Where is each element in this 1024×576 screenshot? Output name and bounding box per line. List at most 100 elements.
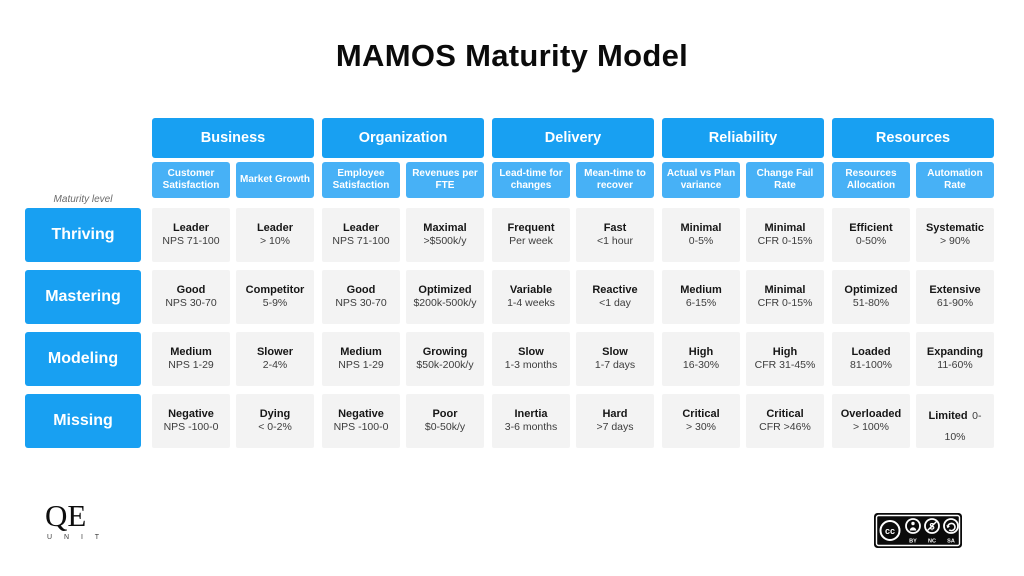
cell-title: Variable — [509, 284, 553, 297]
cell-title: Negative — [168, 408, 214, 421]
qe-logo-text: QE — [45, 498, 87, 533]
sub-header-pair-resources: Resources Allocation Automation Rate — [832, 162, 994, 198]
sub-header-revenues-per-fte: Revenues per FTE — [406, 162, 484, 198]
sub-header-employee-satisfaction: Employee Satisfaction — [322, 162, 400, 198]
cell-title: Medium — [170, 346, 212, 359]
cell-pair: Medium NPS 1-29 Slower 2-4% — [152, 332, 314, 386]
cell-detail: > 30% — [685, 421, 717, 434]
cell-title: Medium — [340, 346, 382, 359]
matrix-cell: Maximal >$500k/y — [406, 208, 484, 262]
matrix-cell: Minimal 0-5% — [662, 208, 740, 262]
cell-title: Leader — [256, 222, 294, 235]
cell-detail: CFR 31-45% — [754, 359, 816, 372]
matrix-cell: Efficient 0-50% — [832, 208, 910, 262]
cell-detail: Per week — [509, 235, 553, 248]
cell-detail: NPS 30-70 — [165, 297, 217, 310]
cell-detail: 16-30% — [682, 359, 720, 372]
matrix-cell: Leader > 10% — [236, 208, 314, 262]
cell-title: Poor — [432, 408, 458, 421]
matrix-cell: Slow 1-7 days — [576, 332, 654, 386]
cell-detail: 0-50% — [855, 235, 887, 248]
cell-title: Growing — [422, 346, 468, 359]
cell-detail: < 0-2% — [258, 421, 292, 434]
matrix-cell: Overloaded > 100% — [832, 394, 910, 448]
sub-header-resources-allocation: Resources Allocation — [832, 162, 910, 198]
matrix-cell: Optimized 51-80% — [832, 270, 910, 324]
matrix-cell: Minimal CFR 0-15% — [746, 208, 824, 262]
matrix-cell: Critical CFR >46% — [746, 394, 824, 448]
cell-detail: <1 hour — [597, 235, 633, 248]
cell-detail: NPS -100-0 — [333, 421, 389, 434]
matrix-cell: Good NPS 30-70 — [152, 270, 230, 324]
row-label-modeling: Modeling — [25, 332, 141, 386]
cell-title: Slow — [518, 346, 544, 359]
group-header-row: Business Organization Delivery Reliabili… — [25, 118, 994, 158]
page-title: MAMOS Maturity Model — [335, 38, 689, 73]
cell-pair: Minimal 0-5% Minimal CFR 0-15% — [662, 208, 824, 262]
cell-detail: 1-3 months — [504, 359, 558, 372]
cell-title: Dying — [259, 408, 291, 421]
group-header-delivery: Delivery — [492, 118, 654, 158]
matrix-cell: Variable 1-4 weeks — [492, 270, 570, 324]
matrix-cell: Extensive 61-90% — [916, 270, 994, 324]
cell-title: Reactive — [592, 284, 638, 297]
cell-title: Leader — [342, 222, 380, 235]
cell-pair: Negative NPS -100-0 Poor $0-50k/y — [322, 394, 484, 448]
sub-header-pair-business: Customer Satisfaction Market Growth — [152, 162, 314, 198]
matrix-cell: High 16-30% — [662, 332, 740, 386]
cell-detail: 51-80% — [852, 297, 890, 310]
cell-pair: Leader NPS 71-100 Leader > 10% — [152, 208, 314, 262]
cell-title: Loaded — [851, 346, 891, 359]
cell-pair: Medium 6-15% Minimal CFR 0-15% — [662, 270, 824, 324]
cell-pair: Frequent Per week Fast <1 hour — [492, 208, 654, 262]
cell-title: Hard — [602, 408, 628, 421]
matrix-cell: Limited 0-10% — [916, 394, 994, 448]
cell-title: Critical — [682, 408, 720, 421]
cell-pair: Critical > 30% Critical CFR >46% — [662, 394, 824, 448]
matrix-cell: Inertia 3-6 months — [492, 394, 570, 448]
row-label-thriving: Thriving — [25, 208, 141, 262]
sub-header-customer-satisfaction: Customer Satisfaction — [152, 162, 230, 198]
cell-detail: > 90% — [939, 235, 971, 248]
group-header-organization: Organization — [322, 118, 484, 158]
cell-detail: 3-6 months — [504, 421, 558, 434]
sa-label: SA — [947, 539, 955, 545]
cell-title: High — [688, 346, 714, 359]
cell-detail: 0-10% — [944, 410, 982, 443]
matrix-cell: Loaded 81-100% — [832, 332, 910, 386]
cell-title: Competitor — [245, 284, 305, 297]
matrix-cell: Reactive <1 day — [576, 270, 654, 324]
cell-pair: Overloaded > 100% Limited 0-10% — [832, 394, 994, 448]
cell-title: High — [772, 346, 798, 359]
cell-title: Overloaded — [840, 408, 902, 421]
cell-detail: 0-5% — [688, 235, 714, 248]
cell-detail: > 100% — [853, 421, 889, 434]
matrix-cell: Leader NPS 71-100 — [322, 208, 400, 262]
sub-header-pair-delivery: Lead-time for changes Mean-time to recov… — [492, 162, 654, 198]
cell-pair: Good NPS 30-70 Competitor 5-9% — [152, 270, 314, 324]
header-spacer — [25, 118, 152, 158]
sub-header-mean-time: Mean-time to recover — [576, 162, 654, 198]
cell-detail: 1-4 weeks — [507, 297, 555, 310]
qe-logo-subtext: U N I T — [47, 534, 105, 541]
by-icon — [905, 518, 921, 534]
cell-title: Inertia — [514, 408, 548, 421]
row-label-mastering: Mastering — [25, 270, 141, 324]
cell-title: Maximal — [423, 222, 467, 235]
cell-title: Medium — [680, 284, 722, 297]
cell-pair: Efficient 0-50% Systematic > 90% — [832, 208, 994, 262]
nc-label: NC — [928, 539, 936, 545]
cell-title: Minimal — [764, 222, 806, 235]
matrix-cell: Minimal CFR 0-15% — [746, 270, 824, 324]
svg-text:cc: cc — [885, 526, 895, 536]
sub-header-pair-reliability: Actual vs Plan variance Change Fail Rate — [662, 162, 824, 198]
cell-title: Optimized — [418, 284, 472, 297]
cell-pair: Medium NPS 1-29 Growing $50k-200k/y — [322, 332, 484, 386]
cell-title: Slower — [256, 346, 294, 359]
nc-icon: $ — [924, 518, 940, 534]
cell-detail: NPS 1-29 — [168, 359, 214, 372]
sub-header-lead-time: Lead-time for changes — [492, 162, 570, 198]
cell-detail: <1 day — [599, 297, 631, 310]
cell-title: Frequent — [507, 222, 555, 235]
cell-pair: Negative NPS -100-0 Dying < 0-2% — [152, 394, 314, 448]
